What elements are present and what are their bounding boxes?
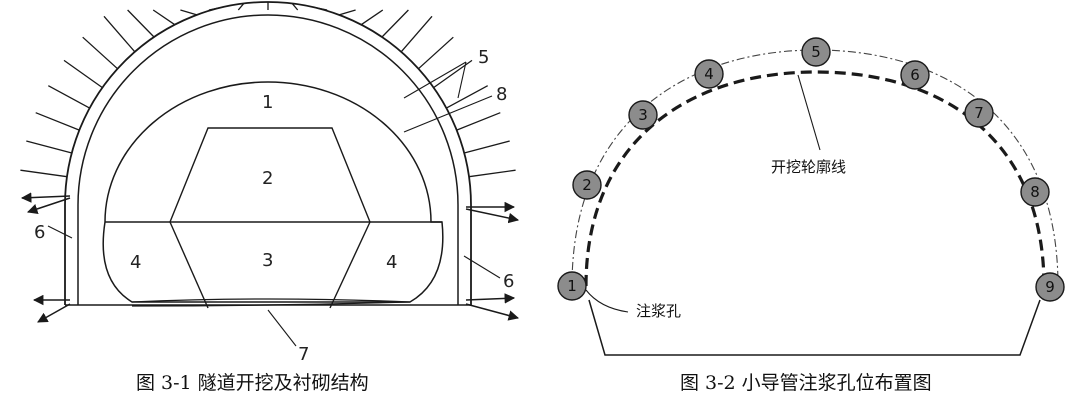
part-3-right-edge [329,221,371,309]
grouting-hole-6: 6 [900,60,930,90]
part-3-left-edge [169,221,209,309]
side-arrows [20,192,520,323]
anchor-bolt [35,112,80,131]
outer-lining [64,1,472,305]
hole-number: 2 [582,176,592,194]
anchor-bolt [63,59,103,89]
grouting-hole-7: 7 [964,98,994,128]
anchor-bolt [26,140,72,154]
anchor-bolt [338,9,356,16]
anchor-bolt [468,169,516,178]
label-3: 3 [262,250,273,271]
anchor-bolt [446,85,489,109]
hole-number: 1 [567,277,577,295]
grouting-hole-8: 8 [1020,177,1050,207]
label-1: 1 [262,92,273,113]
anchor-bolt [127,9,155,38]
core-part-2-outline [169,127,371,223]
hole-number: 4 [704,65,714,83]
label-4-left: 4 [130,252,141,273]
label-8: 8 [496,84,507,105]
label-7: 7 [298,344,309,365]
grouting-ring [571,49,1059,287]
section-base [588,299,1041,356]
hole-number: 8 [1030,183,1040,201]
hole-leader [585,289,629,313]
anchor-bolt [381,9,409,38]
grouting-hole-1: 1 [557,271,587,301]
anchor-bolt [237,2,245,11]
label-2: 2 [262,168,273,189]
contour-label: 开挖轮廓线 [771,158,846,176]
grouting-hole-2: 2 [572,170,602,200]
hole-number: 5 [811,43,821,61]
figure-grouting-hole-layout: 开挖轮廓线 注浆孔 1 2 3 4 5 6 7 [557,37,1065,394]
anchor-bolt [152,9,176,26]
anchor-bolt [20,169,68,178]
anchor-bolt [360,9,384,26]
anchor-bolt [464,140,510,154]
inner-excavation-contour [102,81,444,303]
contour-leader [797,74,821,151]
label-5: 5 [478,47,489,68]
anchor-bolt [400,15,433,53]
grouting-hole-3: 3 [628,100,658,130]
figure-2-caption: 图 3-2 小导管注浆孔位布置图 [680,372,932,394]
hole-number: 3 [638,106,648,124]
hole-label: 注浆孔 [636,302,681,320]
anchor-bolt [82,36,118,70]
figure-tunnel-excavation: 1 2 3 4 4 5 8 6 6 7 图 3-1 隧道开挖及衬砌结构 [20,1,520,394]
anchor-bolt [456,112,501,131]
anchor-bolts [20,2,516,178]
label-6-right: 6 [503,271,514,292]
grouting-hole-4: 4 [694,59,724,89]
anchor-bolt [47,85,90,109]
label-6-left: 6 [34,222,45,243]
figure-1-caption: 图 3-1 隧道开挖及衬砌结构 [136,372,369,394]
excavation-contour [584,70,1046,287]
label-4-right: 4 [386,252,397,273]
middle-lining [77,14,459,305]
grouting-hole-9: 9 [1035,272,1065,302]
leader-lines [47,61,501,347]
hole-number: 9 [1045,278,1055,296]
grouting-hole-5: 5 [801,37,831,67]
anchor-bolt [103,15,136,53]
anchor-bolt [291,2,299,11]
hole-number: 6 [910,66,920,84]
hole-number: 7 [974,104,984,122]
anchor-bolt [433,59,473,89]
anchor-bolt [418,36,454,70]
anchor-bolt [180,9,198,16]
